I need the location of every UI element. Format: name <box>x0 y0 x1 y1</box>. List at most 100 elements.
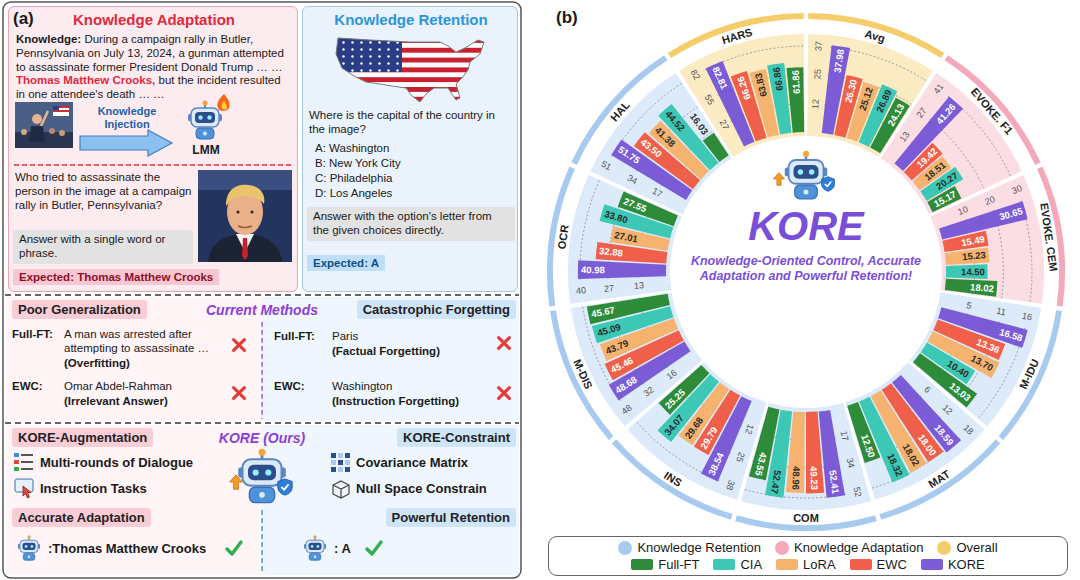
bar-value: 12.50 <box>859 433 876 459</box>
dialogue-icon <box>21 461 33 463</box>
portrait-photo <box>198 170 292 262</box>
lmm-robot-icon <box>222 101 227 110</box>
result-tag: Powerful Retention <box>386 508 516 527</box>
axis-tick: 18 <box>961 423 974 436</box>
lmm-robot-icon <box>217 94 229 111</box>
legend-text: Overall <box>956 540 997 555</box>
node-text: Poor Generalization <box>18 302 141 317</box>
node-text: LMM <box>192 143 219 157</box>
method-name: Full-FT: <box>274 330 315 342</box>
text-block: Knowledge Retention <box>303 11 519 28</box>
technique-name: Instruction Tasks <box>40 481 147 496</box>
sector-background <box>845 362 984 500</box>
bar-value: 49.23 <box>809 466 819 490</box>
sector-band <box>999 310 1062 440</box>
method-name: Full-FT: <box>12 328 53 340</box>
text-block: C: Philadelphia <box>315 172 392 186</box>
score-bar <box>659 365 710 415</box>
sector-band <box>1037 166 1065 306</box>
text-block: Who tried to assassinate the person in t… <box>15 171 193 212</box>
legend-item: Knowledge Adaptation <box>775 540 923 555</box>
expected-answer-box: Expected: A <box>307 255 385 271</box>
problem-tag: Poor Generalization <box>12 300 147 319</box>
axis-tick: 30 <box>1010 184 1023 196</box>
method-name: EWC: <box>12 380 43 392</box>
legend-item: KORE <box>921 557 985 572</box>
bar-value: 38.54 <box>706 451 725 477</box>
legend-row: Knowledge Retention Knowledge Adaptation O… <box>549 539 1067 556</box>
score-bar <box>806 412 824 494</box>
bar-value: 63.83 <box>754 73 769 98</box>
legend-item: LoRA <box>776 557 836 572</box>
bar-value: 66.26 <box>735 75 752 101</box>
axis-tick: 13 <box>633 281 644 291</box>
bar-value: 48.68 <box>614 374 639 395</box>
score-bar <box>859 397 909 483</box>
bar-value: 29.79 <box>699 425 719 450</box>
category-name: HARS <box>720 26 753 46</box>
score-bar <box>945 279 998 297</box>
retention-panel: Knowledge RetentionWhere is the capital … <box>302 6 518 292</box>
score-bar <box>703 133 729 162</box>
rally-photo <box>41 111 48 126</box>
radial-chart <box>547 13 1065 531</box>
category-name: HAL <box>609 99 633 124</box>
bar-value: 16.58 <box>998 327 1024 343</box>
cube-icon <box>333 481 349 498</box>
bar-value: 45.67 <box>591 305 616 319</box>
matrix-icon <box>331 453 350 472</box>
text-block: Where is the capital of the country in t… <box>309 109 513 137</box>
bar-value: 43.55 <box>753 451 768 476</box>
node-text: Catastrophic Forgetting <box>363 302 510 317</box>
text-block: Knowledge Adaptation <box>39 11 269 28</box>
us-flag-map <box>330 32 490 108</box>
category-name: EVOKE. CEM <box>1038 202 1060 272</box>
axis-tick: 25 <box>813 69 823 80</box>
us-flag-map <box>336 38 484 102</box>
score-bar <box>578 260 666 279</box>
node-text: Who tried to assassinate the person in t… <box>15 171 191 211</box>
portrait-photo <box>242 238 248 260</box>
chart-title: KORE <box>748 204 864 249</box>
us-flag-map <box>330 97 490 102</box>
us-flag-map <box>330 77 490 82</box>
technique-name: Covariance Matrix <box>356 455 468 470</box>
divider-line <box>261 510 262 574</box>
panel-background <box>3 2 521 578</box>
score-bar <box>946 264 988 279</box>
axis-tick: 32 <box>643 386 656 399</box>
bar-value: 40.98 <box>581 265 605 275</box>
model-output: Omar Abdel-Rahman <box>64 380 172 394</box>
axis-tick: 11 <box>996 307 1007 318</box>
model-output: Paris <box>332 330 358 344</box>
bar-value: 41.26 <box>935 102 958 126</box>
section-title: KORE (Ours) <box>219 430 305 446</box>
chart-robot-icon <box>773 151 834 199</box>
axis-tick: 12 <box>940 403 953 416</box>
result-tag: Accurate Adaptation <box>12 508 151 527</box>
matrix-icon <box>345 467 350 472</box>
text-block: A: Washington <box>315 142 389 156</box>
bar-value: 15.23 <box>962 250 987 262</box>
node-text: Expected: A <box>313 257 379 269</box>
legend-text: CIA <box>740 557 762 572</box>
error-type: (Irrelevant Answer) <box>64 395 168 407</box>
axis-tick: 55 <box>703 93 716 106</box>
us-flag-map <box>330 87 490 92</box>
result-robot-icon <box>18 535 40 560</box>
matrix-icon <box>338 453 343 458</box>
legend-text: Knowledge Retention <box>637 540 761 555</box>
axis-tick: 12 <box>811 99 821 110</box>
portrait-photo <box>198 170 292 262</box>
method-tag: KORE-Constraint <box>397 428 516 447</box>
dialogue-icon <box>14 460 19 464</box>
bar-value: 15.17 <box>932 189 957 208</box>
panel-background <box>262 425 519 575</box>
text-block: B: New York City <box>315 157 401 171</box>
us-flag-map <box>330 32 490 108</box>
matrix-icon <box>338 467 343 472</box>
legend-box: Knowledge Retention Knowledge Adaptation O… <box>548 536 1068 576</box>
chart-subtitle: Knowledge-Oriented Control, Accurate Ada… <box>688 254 924 284</box>
axis-tick: 27 <box>603 284 614 294</box>
bar-value: 29.68 <box>683 416 705 441</box>
